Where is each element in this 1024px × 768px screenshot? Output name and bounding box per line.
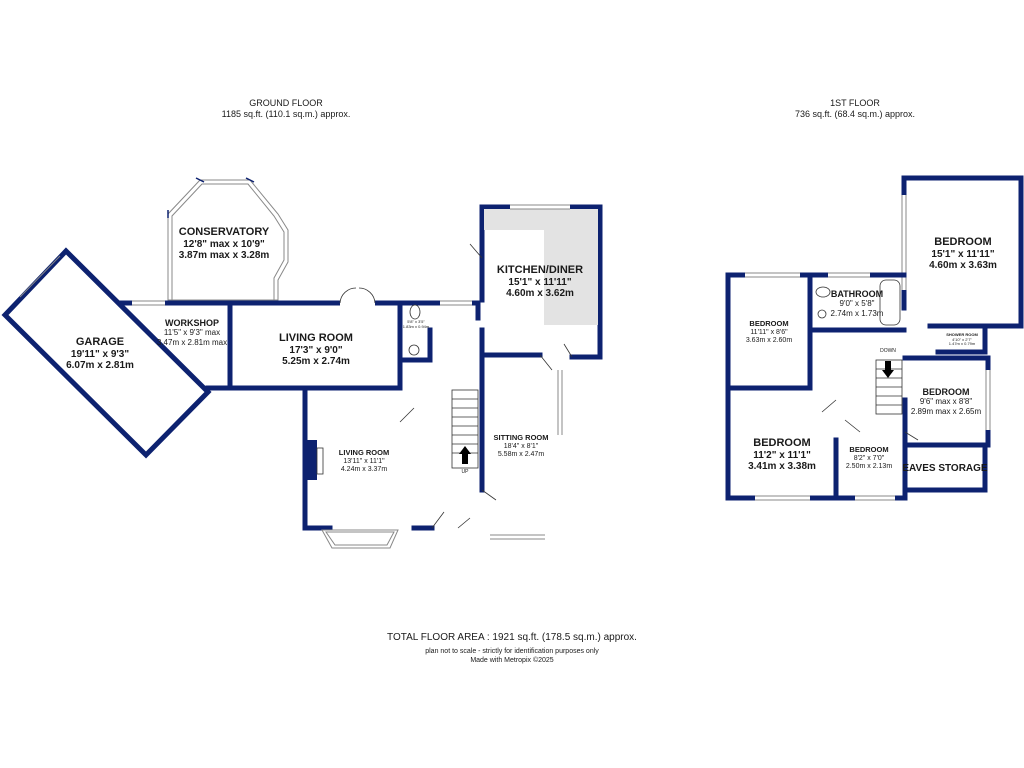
bedroom-small-name: BEDROOM bbox=[849, 445, 889, 454]
bathroom-label: BATHROOM 9'0" x 5'8" 2.74m x 1.73m bbox=[812, 289, 902, 318]
eaves-storage-walls bbox=[902, 442, 988, 493]
bedroom-small-label: BEDROOM 8'2" x 7'0" 2.50m x 2.13m bbox=[836, 445, 902, 471]
stairs-down-label: DOWN bbox=[880, 348, 896, 354]
total-floor-area: TOTAL FLOOR AREA : 1921 sq.ft. (178.5 sq… bbox=[387, 632, 637, 643]
garage-metric: 6.07m x 2.81m bbox=[66, 360, 134, 372]
bedroom-nw-label: BEDROOM 11'11" x 8'6" 3.63m x 2.60m bbox=[730, 319, 808, 345]
wc-metric: 1.83m x 0.94m bbox=[402, 323, 430, 329]
conservatory-metric: 3.87m max x 3.28m bbox=[178, 250, 270, 262]
shower-room-walls bbox=[927, 323, 988, 355]
bedroom-nw-metric: 3.63m x 2.60m bbox=[745, 336, 793, 344]
bedroom-nw-imperial: 11'11" x 8'6" bbox=[750, 328, 788, 336]
bedroom-nw-name: BEDROOM bbox=[749, 319, 789, 328]
sitting-room-name: SITTING ROOM bbox=[493, 433, 549, 442]
bathroom-imperial: 9'0" x 5'8" bbox=[839, 299, 875, 309]
living-room-2-metric: 4.24m x 3.37m bbox=[340, 465, 388, 473]
workshop-imperial: 11'5" x 9'3" max bbox=[163, 328, 221, 338]
disclaimer: plan not to scale - strictly for identif… bbox=[425, 648, 599, 655]
living-room-1-imperial: 17'3" x 9'0" bbox=[289, 344, 343, 356]
first-floor-header: 1ST FLOOR 736 sq.ft. (68.4 sq.m.) approx… bbox=[755, 98, 955, 120]
bedroom-east-imperial: 9'6" max x 8'8" bbox=[919, 397, 973, 407]
sitting-room-label: SITTING ROOM 18'4" x 8'1" 5.58m x 2.47m bbox=[482, 433, 560, 459]
ground-floor-area: 1185 sq.ft. (110.1 sq.m.) approx. bbox=[221, 108, 351, 119]
first-floor-plan bbox=[725, 175, 1024, 501]
bedroom-small-imperial: 8'2" x 7'0" bbox=[853, 454, 885, 462]
workshop-metric: 3.47m x 2.81m max bbox=[156, 337, 228, 347]
first-floor-stairs bbox=[875, 359, 903, 415]
living-room-1-label: LIVING ROOM 17'3" x 9'0" 5.25m x 2.74m bbox=[256, 332, 376, 368]
shower-room-imperial: 4'10" x 2'7" bbox=[952, 336, 972, 342]
bedroom-sw-name: BEDROOM bbox=[753, 437, 811, 449]
garage-name: GARAGE bbox=[75, 336, 125, 348]
wc-label: 5'8" x 3'5" 1.83m x 0.94m bbox=[400, 319, 432, 329]
toilet-icon bbox=[409, 304, 421, 320]
bathroom-name: BATHROOM bbox=[830, 289, 884, 299]
bedroom-sw-label: BEDROOM 11'2" x 11'1" 3.41m x 3.38m bbox=[730, 437, 834, 473]
wc-imperial: 5'8" x 3'5" bbox=[407, 319, 425, 324]
ground-floor-plan bbox=[1, 177, 603, 549]
kitchen-imperial: 15'1" x 11'11" bbox=[508, 276, 572, 288]
bedroom-sw-metric: 3.41m x 3.38m bbox=[748, 461, 816, 473]
first-floor-area: 736 sq.ft. (68.4 sq.m.) approx. bbox=[794, 108, 916, 119]
bedroom-sw-imperial: 11'2" x 11'1" bbox=[753, 449, 811, 461]
basin-icon bbox=[408, 344, 420, 356]
bedroom-east-metric: 2.89m max x 2.65m bbox=[910, 406, 982, 416]
workshop-label: WORKSHOP 11'5" x 9'3" max 3.47m x 2.81m … bbox=[142, 318, 242, 347]
bathroom-metric: 2.74m x 1.73m bbox=[830, 308, 884, 318]
living-room-1-metric: 5.25m x 2.74m bbox=[282, 356, 350, 368]
living-room-2-label: LIVING ROOM 13'11" x 11'1" 4.24m x 3.37m bbox=[316, 448, 412, 474]
garage-label: GARAGE 19'11" x 9'3" 6.07m x 2.81m bbox=[40, 336, 160, 372]
kitchen-walls bbox=[479, 204, 603, 360]
living-room-1-name: LIVING ROOM bbox=[279, 332, 353, 344]
living-room-2-walls bbox=[302, 389, 333, 531]
wc-walls bbox=[397, 300, 481, 321]
ground-floor-header: GROUND FLOOR 1185 sq.ft. (110.1 sq.m.) a… bbox=[186, 98, 386, 120]
kitchen-name: KITCHEN/DINER bbox=[496, 264, 584, 276]
kitchen-label: KITCHEN/DINER 15'1" x 11'11" 4.60m x 3.6… bbox=[480, 264, 600, 300]
garage-door bbox=[19, 255, 61, 298]
bedroom-large-metric: 4.60m x 3.63m bbox=[929, 260, 997, 272]
workshop-name: WORKSHOP bbox=[165, 318, 219, 328]
living-room-2-imperial: 13'11" x 11'1" bbox=[343, 457, 385, 465]
ground-stairs bbox=[451, 389, 479, 469]
kitchen-worktop bbox=[484, 209, 598, 325]
stairs-up-label: UP bbox=[461, 469, 469, 475]
bathtub-icon bbox=[879, 279, 901, 326]
living-room-2-name: LIVING ROOM bbox=[338, 448, 390, 457]
bedroom-east-label: BEDROOM 9'6" max x 8'8" 2.89m max x 2.65… bbox=[906, 387, 986, 416]
shower-room-name: SHOWER ROOM bbox=[946, 332, 978, 337]
eaves-storage-label: EAVES STORAGE bbox=[902, 463, 988, 474]
fireplace bbox=[305, 440, 317, 480]
bedroom-nw-walls bbox=[725, 327, 813, 391]
bedroom-east-walls bbox=[902, 355, 991, 448]
kitchen-metric: 4.60m x 3.62m bbox=[506, 288, 574, 300]
bath-toilet-icon bbox=[815, 286, 831, 298]
bedroom-large-label: BEDROOM 15'1" x 11'11" 4.60m x 3.63m bbox=[904, 236, 1022, 272]
bedroom-large-name: BEDROOM bbox=[934, 236, 992, 248]
sitting-room-imperial: 18'4" x 8'1" bbox=[503, 442, 539, 450]
sitting-room-metric: 5.58m x 2.47m bbox=[497, 450, 545, 458]
bedroom-large-imperial: 15'1" x 11'11" bbox=[931, 248, 995, 260]
conservatory-label: CONSERVATORY 12'8" max x 10'9" 3.87m max… bbox=[164, 226, 284, 262]
conservatory-imperial: 12'8" max x 10'9" bbox=[183, 238, 265, 250]
first-floor-title: 1ST FLOOR bbox=[830, 98, 880, 108]
conservatory-name: CONSERVATORY bbox=[178, 226, 270, 238]
shower-room-label: SHOWER ROOM 4'10" x 2'7" 1.47m x 0.79m bbox=[942, 332, 982, 347]
ground-floor-title: GROUND FLOOR bbox=[249, 98, 323, 108]
shower-room-metric: 1.47m x 0.79m bbox=[948, 341, 976, 347]
bedroom-small-metric: 2.50m x 2.13m bbox=[845, 462, 893, 470]
bedroom-east-name: BEDROOM bbox=[922, 387, 970, 397]
garage-door-line bbox=[17, 257, 61, 303]
living-room-french-doors bbox=[339, 287, 376, 304]
credit: Made with Metropix ©2025 bbox=[470, 657, 554, 664]
garage-imperial: 19'11" x 9'3" bbox=[70, 348, 130, 360]
